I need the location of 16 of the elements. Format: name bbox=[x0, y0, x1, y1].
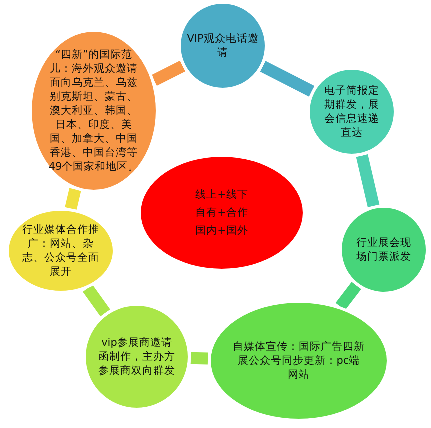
connector-bar bbox=[260, 61, 315, 97]
node-label: 线上+线下 bbox=[194, 188, 250, 202]
connector-bar bbox=[356, 154, 380, 208]
node-label: VIP观众电话邀请 bbox=[187, 32, 259, 60]
connector-bar bbox=[65, 188, 82, 210]
node-label: 电子简报定期群发，展会信息速递直达 bbox=[324, 84, 380, 140]
connector-bar bbox=[152, 60, 186, 86]
connector-bar bbox=[190, 352, 208, 365]
node-label: 国内+国外 bbox=[194, 224, 250, 238]
node-label: 自媒体宣传：国际广告四新展公众号同步更新：pc端网站 bbox=[233, 340, 365, 382]
connector-bar bbox=[336, 282, 362, 310]
node-label: 行业展会现场门票派发 bbox=[356, 236, 412, 264]
node-label: 行业媒体合作推广：网站、杂志、公众号全面展开 bbox=[22, 223, 100, 279]
node-label: “四新”的国际范儿：海外观众邀请面向乌克兰、乌兹别克斯坦、蒙古、澳大利亚、韩国、日本、印度、美国、加拿大、中国香港、中国台湾等49个国家和地区。 bbox=[48, 48, 140, 174]
node-label: vip参展商邀请函制作，主办方参展商双向群发 bbox=[98, 336, 176, 378]
node-label: 自有+合作 bbox=[194, 206, 250, 220]
